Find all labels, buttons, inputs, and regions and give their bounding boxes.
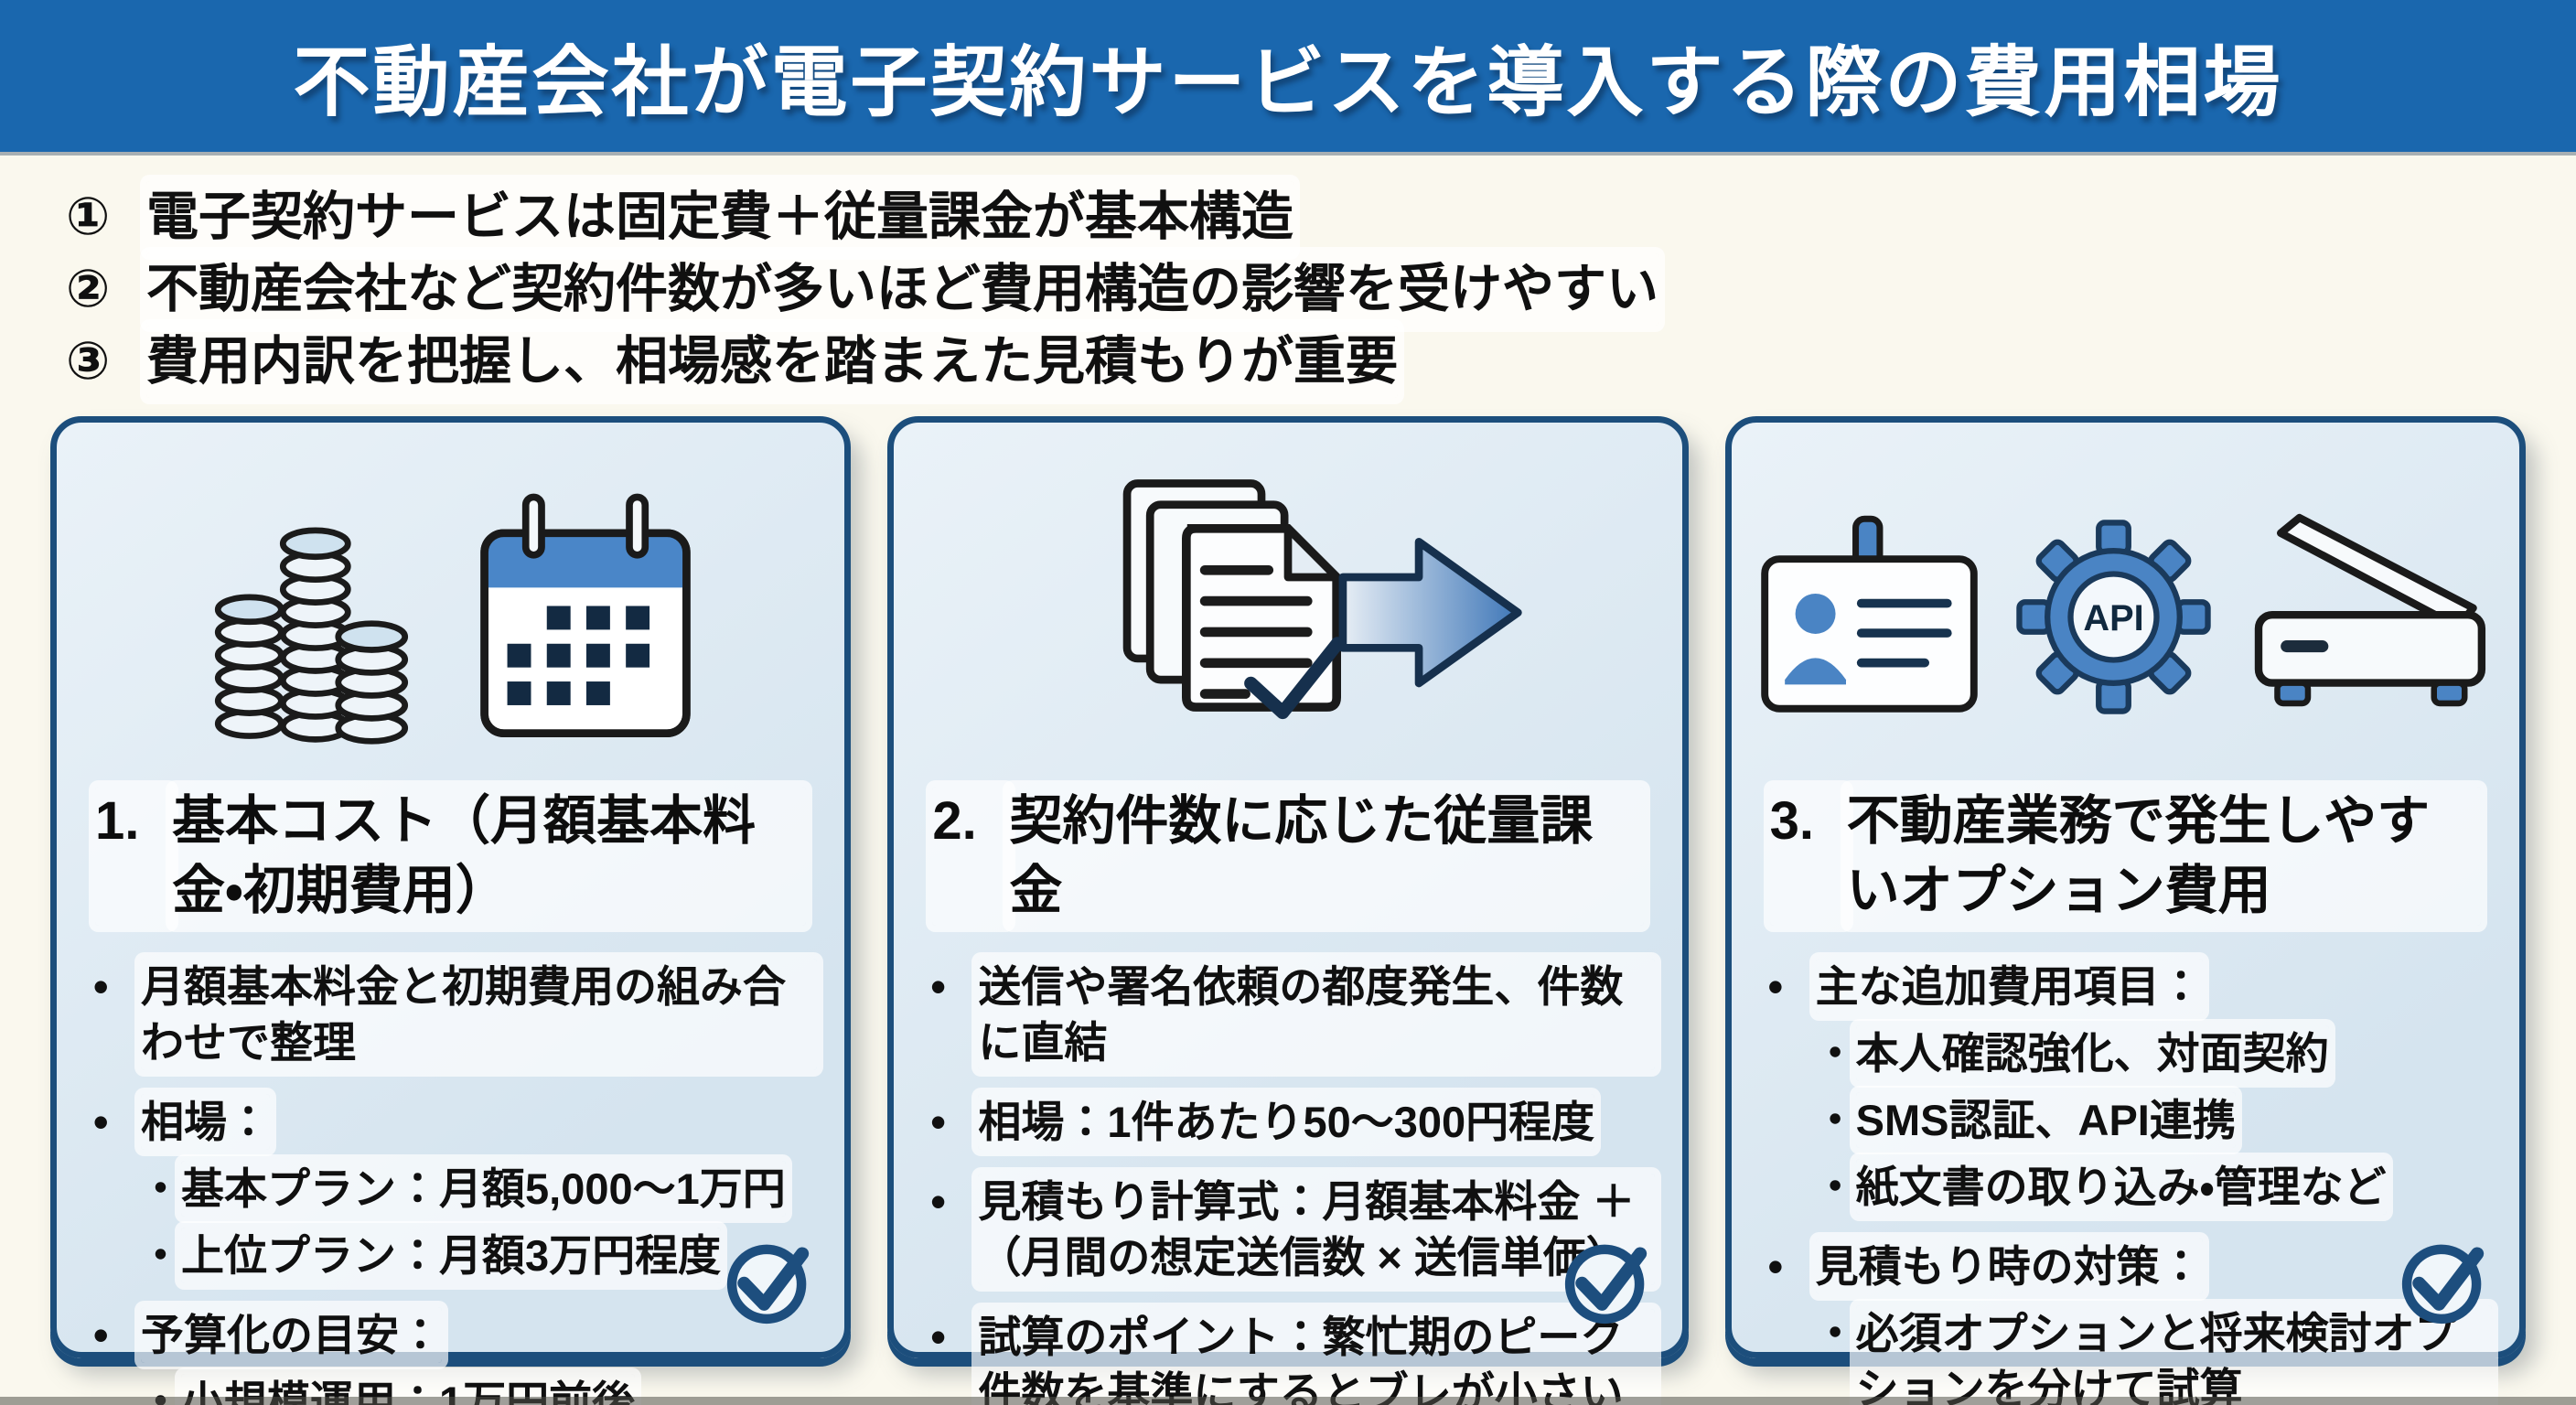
id-card-icon bbox=[1761, 515, 1979, 713]
bullet-marker: • bbox=[930, 962, 946, 1011]
bottom-edge-strip bbox=[0, 1397, 2576, 1405]
sub-bullet-item: ・紙文書の取り込み・管理など bbox=[1768, 1159, 2492, 1215]
summary-item-2: ② 不動産会社など契約件数が多いほど費用構造の影響を受けやすい bbox=[66, 253, 2530, 326]
check-circle-icon bbox=[1554, 1229, 1658, 1334]
bullet-marker: • bbox=[93, 1098, 109, 1146]
card-3-number: 3. bbox=[1769, 787, 1847, 926]
calendar-icon bbox=[480, 493, 691, 737]
bullet-text: 試算のポイント：繁忙期のピーク件数を基準にするとブレが小さい bbox=[978, 1309, 1655, 1405]
bullet-marker: • bbox=[930, 1313, 946, 1361]
sub-bullet-text: 必須オプションと将来検討オプションを分けて試算 bbox=[1855, 1305, 2492, 1405]
coin-stacks-icon bbox=[215, 527, 409, 745]
card-2-title-text: 契約件数に応じた従量課金 bbox=[1009, 787, 1644, 926]
card-2-icon-zone bbox=[894, 423, 1681, 787]
bullet-text: 月額基本料金と初期費用の組み合わせで整理 bbox=[141, 959, 818, 1070]
bullet-text: 予算化の目安： bbox=[141, 1307, 442, 1363]
card-3-title-text: 不動産業務で発生しやすいオプション費用 bbox=[1846, 787, 2481, 926]
bullet-item: • 主な追加費用項目： bbox=[1768, 959, 2492, 1014]
documents-send-arrow-icon bbox=[1122, 478, 1522, 719]
bullet-item: • 予算化の目安： bbox=[93, 1307, 817, 1363]
page-title: 不動産会社が電子契約サービスを導入する際の費用相場 bbox=[293, 38, 2283, 125]
bullet-text: 相場：1件あたり50〜300円程度 bbox=[978, 1094, 1595, 1150]
bullet-item: • 見積もり時の対策： bbox=[1768, 1239, 2492, 1294]
sub-bullet-item: ・上位プラン：月額3万円程度 bbox=[93, 1228, 817, 1283]
check-circle-icon bbox=[2391, 1229, 2496, 1334]
bullet-marker: • bbox=[93, 962, 109, 1011]
bullet-item: • 試算のポイント：繁忙期のピーク件数を基準にするとブレが小さい bbox=[930, 1309, 1655, 1405]
bullet-text: 見積もり時の対策： bbox=[1815, 1239, 2203, 1294]
bullet-marker: • bbox=[1767, 1242, 1784, 1291]
bullet-item: • 相場：1件あたり50〜300円程度 bbox=[930, 1094, 1654, 1150]
circled-number-1-icon: ① bbox=[66, 188, 111, 246]
sub-bullet-marker: ・ bbox=[1813, 1096, 1857, 1144]
card-3-title: 3. 不動産業務で発生しやすいオプション費用 bbox=[1732, 787, 2519, 926]
card-2-number: 2. bbox=[932, 787, 1010, 926]
bullet-text: 主な追加費用項目： bbox=[1815, 959, 2203, 1014]
card-1-title: 1. 基本コスト（月額基本料金・初期費用） bbox=[57, 787, 844, 926]
sub-bullet-marker: ・ bbox=[1813, 1029, 1857, 1078]
bullet-item: • 見積もり計算式：月額基本料金 ＋（月間の想定送信数 × 送信単価） bbox=[930, 1174, 1655, 1285]
sub-bullet-marker: ・ bbox=[1813, 1309, 1857, 1357]
header-banner: 不動産会社が電子契約サービスを導入する際の費用相場 bbox=[0, 0, 2576, 152]
circled-number-3-icon: ③ bbox=[66, 332, 111, 391]
card-2-bullet-list: • 送信や署名依頼の都度発生、件数に直結 • 相場：1件あたり50〜300円程度 • 見積… bbox=[894, 959, 1681, 1405]
summary-item-text: 不動産会社など契約件数が多いほど費用構造の影響を受けやすい bbox=[146, 253, 1658, 326]
card-1-icon-zone bbox=[57, 423, 844, 787]
sub-bullet-item: ・本人確認強化、対面契約 bbox=[1768, 1025, 2492, 1081]
card-1-bullet-list: •月額基本料金と初期費用の組み合わせで整理•相場：・基本プラン：月額5,000〜… bbox=[57, 959, 844, 1405]
sub-bullet-text: SMS認証、API連携 bbox=[1855, 1092, 2236, 1148]
summary-item-1: ① 電子契約サービスは固定費＋従量課金が基本構造 bbox=[66, 181, 2530, 253]
bullet-item: • 送信や署名依頼の都度発生、件数に直結 bbox=[930, 959, 1655, 1070]
summary-item-text: 電子契約サービスは固定費＋従量課金が基本構造 bbox=[146, 181, 1293, 253]
sub-bullet-item: ・SMS認証、API連携 bbox=[1768, 1092, 2492, 1148]
api-gear-icon: API bbox=[2016, 519, 2212, 714]
bullet-marker: • bbox=[1767, 962, 1784, 1011]
bullet-item: • 相場： bbox=[93, 1094, 817, 1150]
card-3-bullet-list: •主な追加費用項目：・本人確認強化、対面契約・SMS認証、API連携・紙文書の取… bbox=[1732, 959, 2519, 1405]
api-gear-label: API bbox=[2084, 597, 2144, 638]
card-2-title: 2. 契約件数に応じた従量課金 bbox=[894, 787, 1681, 926]
summary-item-text: 費用内訳を把握し、相場感を踏まえた見積もりが重要 bbox=[146, 326, 1398, 398]
sub-bullet-marker: ・ bbox=[139, 1231, 182, 1280]
card-option-costs: API 3. 不動産業務で発生しやすいオプション費用 •主な追加費用項目：・本人… bbox=[1724, 416, 2526, 1405]
card-volume-billing: 2. 契約件数に応じた従量課金 • 送信や署名依頼の都度発生、件数に直結 • 相場：1… bbox=[887, 416, 1689, 1405]
card-3-icon-zone: API bbox=[1732, 423, 2519, 787]
bullet-text: 送信や署名依頼の都度発生、件数に直結 bbox=[978, 959, 1655, 1070]
bullet-text: 相場： bbox=[141, 1094, 270, 1150]
bullet-marker: • bbox=[93, 1311, 109, 1359]
circled-number-2-icon: ② bbox=[66, 260, 111, 318]
summary-item-3: ③ 費用内訳を把握し、相場感を踏まえた見積もりが重要 bbox=[66, 326, 2530, 398]
summary-list: ① 電子契約サービスは固定費＋従量課金が基本構造 ② 不動産会社など契約件数が多… bbox=[66, 181, 2530, 398]
sub-bullet-text: 紙文書の取り込み・管理など bbox=[1855, 1159, 2387, 1215]
card-1-number: 1. bbox=[95, 787, 172, 926]
card-basic-cost: 1. 基本コスト（月額基本料金・初期費用） • 月額基本料金と初期費用の組み合わせ… bbox=[50, 416, 852, 1405]
bullet-text: 見積もり計算式：月額基本料金 ＋（月間の想定送信数 × 送信単価） bbox=[978, 1174, 1655, 1285]
sub-bullet-text: 基本プラン：月額5,000〜1万円 bbox=[181, 1161, 786, 1217]
sub-bullet-text: 上位プラン：月額3万円程度 bbox=[181, 1228, 722, 1283]
sub-bullet-item: ・基本プラン：月額5,000〜1万円 bbox=[93, 1161, 817, 1217]
sub-bullet-marker: ・ bbox=[1813, 1163, 1857, 1211]
bullet-marker: • bbox=[930, 1177, 946, 1226]
check-circle-icon bbox=[716, 1229, 821, 1334]
scanner-icon bbox=[2255, 513, 2486, 707]
sub-bullet-text: 本人確認強化、対面契約 bbox=[1855, 1025, 2329, 1081]
bullet-marker: • bbox=[930, 1098, 946, 1146]
bullet-item: • 月額基本料金と初期費用の組み合わせで整理 bbox=[93, 959, 818, 1070]
card-1-title-text: 基本コスト（月額基本料金・初期費用） bbox=[172, 787, 807, 926]
cards-row: 1. 基本コスト（月額基本料金・初期費用） • 月額基本料金と初期費用の組み合わせ… bbox=[50, 416, 2526, 1405]
sub-bullet-marker: ・ bbox=[139, 1164, 182, 1213]
sub-bullet-item: ・必須オプションと将来検討オプションを分けて試算 bbox=[1768, 1305, 2492, 1405]
